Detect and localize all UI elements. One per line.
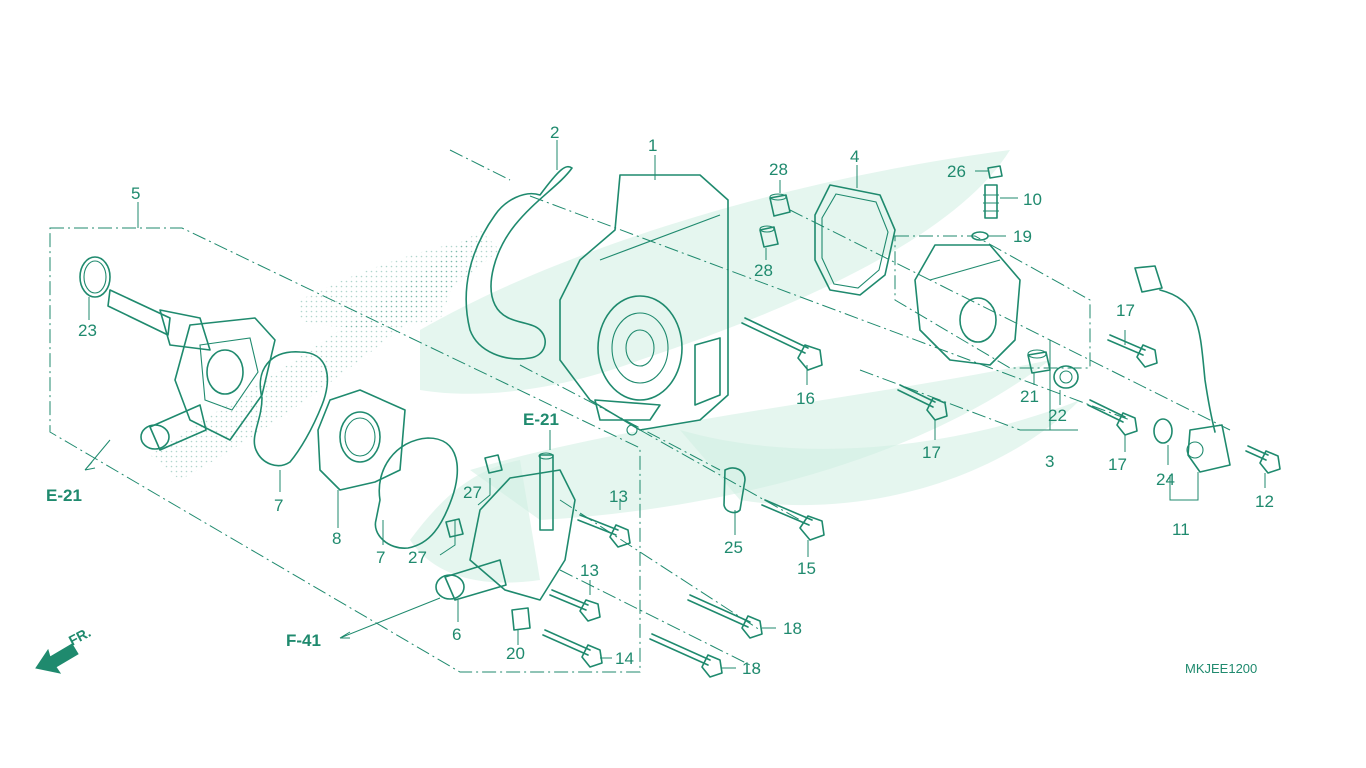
callout-3: 3 <box>1045 452 1054 471</box>
callout-16: 16 <box>796 389 815 408</box>
gasket-2 <box>465 165 573 360</box>
diagram-code: MKJEE1200 <box>1185 661 1257 676</box>
callout-1: 1 <box>648 136 657 155</box>
callout-15: 15 <box>797 559 816 578</box>
callout-2: 2 <box>550 123 559 142</box>
cap-26 <box>987 165 1003 179</box>
callout-20: 20 <box>506 644 525 663</box>
callout-10: 10 <box>1023 190 1042 209</box>
ref-e21-left: E-21 <box>46 486 82 505</box>
callout-4: 4 <box>850 147 859 166</box>
assembly-boundaries <box>49 149 1231 673</box>
pump-cover-6 <box>435 452 576 601</box>
bolt-13-b <box>549 589 601 622</box>
bolt-14 <box>542 629 603 668</box>
bolt-12 <box>1245 445 1281 474</box>
ref-e21-top: E-21 <box>523 410 559 429</box>
gasket-4 <box>814 184 896 296</box>
sensor-11 <box>1134 265 1231 473</box>
callout-28-a: 28 <box>769 160 788 179</box>
bolt-15 <box>761 499 825 541</box>
callout-8: 8 <box>332 529 341 548</box>
cover-1 <box>559 174 729 436</box>
bolt-18-a <box>687 594 763 639</box>
callout-11: 11 <box>1172 520 1190 539</box>
dowel-28-a <box>769 193 791 217</box>
callout-24: 24 <box>1156 470 1175 489</box>
o-ring-24 <box>1153 418 1173 444</box>
callout-7-a: 7 <box>274 496 283 515</box>
o-ring-23 <box>79 256 111 298</box>
bolt-18-b <box>649 633 723 678</box>
seal-22 <box>1053 365 1079 389</box>
callout-7-b: 7 <box>376 548 385 567</box>
bolt-13-a <box>577 514 631 548</box>
callout-5: 5 <box>131 184 140 203</box>
background-watermark <box>410 150 1080 583</box>
callouts: 1 2 3 4 5 6 7 7 8 10 11 12 13 13 14 15 1… <box>78 123 1274 678</box>
callout-22: 22 <box>1048 406 1067 425</box>
water-pump-assembly <box>107 289 276 451</box>
callout-13-a: 13 <box>609 487 628 506</box>
sensor-10 <box>983 184 999 219</box>
callout-6: 6 <box>452 625 461 644</box>
callout-25: 25 <box>724 538 743 557</box>
callout-18-a: 18 <box>783 619 802 638</box>
callout-18-b: 18 <box>742 659 761 678</box>
callout-17-b: 17 <box>922 443 941 462</box>
callout-14: 14 <box>615 649 634 668</box>
bolt-17-b <box>897 384 948 421</box>
clamp-25 <box>723 467 746 514</box>
bolt-17-c <box>1087 399 1138 436</box>
callout-26: 26 <box>947 162 966 181</box>
callout-13-b: 13 <box>580 561 599 580</box>
bolt-16 <box>741 317 823 371</box>
callout-27-a: 27 <box>463 483 482 502</box>
callout-19: 19 <box>1013 227 1032 246</box>
callout-21: 21 <box>1020 387 1039 406</box>
gasket-7-b <box>374 437 459 549</box>
callout-28-b: 28 <box>754 261 773 280</box>
callout-23: 23 <box>78 321 97 340</box>
dowel-28-b <box>759 225 779 248</box>
bolt-17-a <box>1107 334 1158 368</box>
washer-20 <box>511 607 531 631</box>
gasket-7-a <box>253 351 329 467</box>
leader-lines <box>84 140 1266 669</box>
callout-27-b: 27 <box>408 548 427 567</box>
callout-17-a: 17 <box>1116 301 1135 320</box>
cover-3 <box>914 244 1021 366</box>
callout-12: 12 <box>1255 492 1274 511</box>
plate-8 <box>317 389 406 491</box>
front-arrow-icon <box>35 643 79 674</box>
shading-dots <box>150 230 500 480</box>
ref-f41: F-41 <box>286 631 321 650</box>
callout-17-c: 17 <box>1108 455 1127 474</box>
dowel-27-a <box>484 454 503 474</box>
